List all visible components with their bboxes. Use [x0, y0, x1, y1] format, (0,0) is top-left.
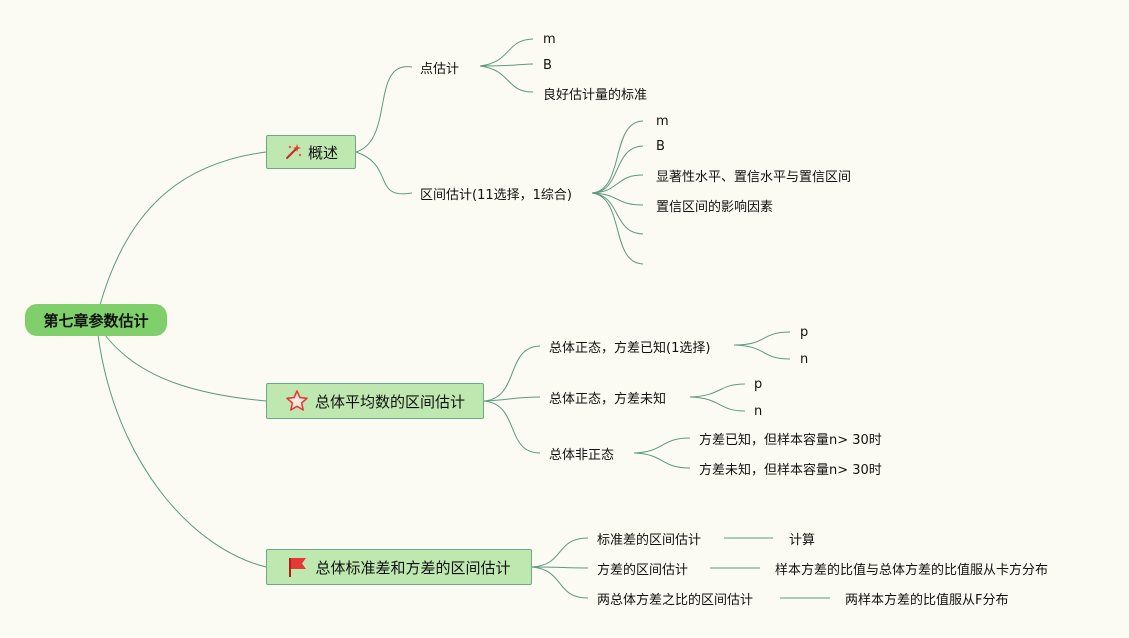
link-sdvar-sd	[531, 537, 589, 568]
leaf-nonnormal-known[interactable]: 方差已知，但样本容量n> 30时	[699, 429, 882, 448]
link-known-n	[733, 344, 791, 360]
leaf-label: p	[754, 376, 763, 392]
leaf-label: B	[543, 57, 552, 73]
leaf-unknown-n[interactable]: n	[754, 402, 762, 420]
leaf-nonnormal-unknown[interactable]: 方差未知，但样本容量n> 30时	[699, 459, 882, 478]
leaf-label: 两样本方差的比值服从F分布	[845, 592, 1009, 608]
subtopic-interval-estimation-label: 区间估计(11选择，1综合)	[420, 187, 572, 203]
leaf-label: m	[656, 113, 669, 129]
topic-mean-label: 总体平均数的区间估计	[314, 392, 465, 411]
link-interval-b	[591, 145, 644, 194]
topic-sd-variance-label: 总体标准差和方差的区间估计	[315, 558, 511, 577]
subtopic-label: 标准差的区间估计	[597, 532, 702, 548]
link-point-b	[479, 63, 534, 67]
leaf-sd-compute[interactable]: 计算	[789, 529, 816, 548]
link-unknown-n	[689, 396, 746, 412]
leaf-unknown-p[interactable]: p	[754, 375, 762, 393]
subtopic-label: 总体正态，方差未知	[549, 391, 667, 407]
link-interval-empty2	[591, 192, 644, 265]
leaf-interval-b[interactable]: B	[656, 137, 665, 155]
star-icon	[285, 389, 309, 413]
magic-wand-icon	[284, 143, 302, 161]
subtopic-label: 总体正态，方差已知(1选择)	[549, 340, 711, 356]
subtopic-label: 总体非正态	[549, 447, 615, 463]
subtopic-variance-ratio-interval[interactable]: 两总体方差之比的区间估计	[597, 589, 754, 608]
root-topic-label: 第七章参数估计	[43, 311, 149, 330]
leaf-label: 方差未知，但样本容量n> 30时	[699, 462, 882, 478]
red-flag-icon	[287, 556, 309, 578]
leaf-label: n	[754, 403, 763, 419]
subtopic-label: 方差的区间估计	[597, 562, 689, 578]
leaf-label: 方差已知，但样本容量n> 30时	[699, 432, 882, 448]
link-mean-known	[483, 345, 541, 402]
subtopic-non-normal[interactable]: 总体非正态	[549, 444, 615, 463]
link-sdvar-var	[531, 566, 589, 569]
leaf-label: 良好估计量的标准	[543, 87, 648, 103]
leaf-label: n	[800, 351, 809, 367]
link-interval-m	[591, 120, 644, 194]
leaf-interval-significance[interactable]: 显著性水平、置信水平与置信区间	[656, 166, 852, 185]
leaf-variance-ratio-f[interactable]: 两样本方差的比值服从F分布	[845, 589, 1009, 608]
subtopic-normal-known-variance[interactable]: 总体正态，方差已知(1选择)	[549, 337, 711, 356]
link-point-m	[479, 38, 534, 67]
subtopic-sd-interval[interactable]: 标准差的区间估计	[597, 529, 702, 548]
subtopic-interval-estimation[interactable]: 区间估计(11选择，1综合)	[420, 184, 572, 203]
subtopic-normal-unknown-variance[interactable]: 总体正态，方差未知	[549, 388, 667, 407]
link-overview-point	[355, 66, 413, 153]
topic-overview-label: 概述	[307, 143, 338, 162]
leaf-point-m[interactable]: m	[543, 30, 556, 48]
leaf-label: B	[656, 138, 665, 154]
subtopic-label: 两总体方差之比的区间估计	[597, 592, 754, 608]
link-nonnormal-b	[633, 452, 691, 469]
link-interval-factors	[591, 192, 644, 206]
leaf-label: 置信区间的影响因素	[656, 199, 774, 215]
link-root-sdvar	[97, 334, 267, 568]
leaf-known-n[interactable]: n	[800, 350, 808, 368]
topic-sd-variance-interval-estimation[interactable]: 总体标准差和方差的区间估计	[266, 549, 532, 585]
leaf-label: 样本方差的比值与总体方差的比值服从卡方分布	[775, 562, 1049, 578]
link-point-standard	[479, 65, 534, 93]
topic-mean-interval-estimation[interactable]: 总体平均数的区间估计	[266, 383, 484, 419]
leaf-variance-chi-square[interactable]: 样本方差的比值与总体方差的比值服从卡方分布	[775, 559, 1049, 578]
leaf-known-p[interactable]: p	[800, 323, 808, 341]
topic-overview[interactable]: 概述	[266, 135, 356, 169]
link-interval-significance	[591, 174, 644, 194]
root-topic[interactable]: 第七章参数估计	[25, 304, 167, 336]
subtopic-point-estimation-label: 点估计	[420, 61, 460, 77]
leaf-label: m	[543, 31, 556, 47]
leaf-interval-m[interactable]: m	[656, 112, 669, 130]
link-interval-empty1	[591, 192, 644, 235]
leaf-label: p	[800, 324, 809, 340]
link-known-p	[733, 331, 791, 346]
leaf-interval-factors[interactable]: 置信区间的影响因素	[656, 196, 774, 215]
link-mean-nonnormal	[483, 400, 541, 454]
link-mean-unknown	[483, 396, 541, 402]
link-nonnormal-a	[633, 437, 691, 454]
leaf-label: 显著性水平、置信水平与置信区间	[656, 169, 852, 185]
link-unknown-p	[689, 383, 746, 398]
subtopic-variance-interval[interactable]: 方差的区间估计	[597, 559, 689, 578]
leaf-label: 计算	[789, 532, 816, 548]
leaf-point-b[interactable]: B	[543, 56, 552, 74]
link-root-overview	[99, 151, 267, 306]
link-overview-interval	[355, 151, 413, 195]
leaf-point-standard[interactable]: 良好估计量的标准	[543, 84, 648, 103]
link-root-mean	[104, 334, 267, 402]
subtopic-point-estimation[interactable]: 点估计	[420, 58, 460, 77]
link-sdvar-ratio	[531, 566, 589, 599]
